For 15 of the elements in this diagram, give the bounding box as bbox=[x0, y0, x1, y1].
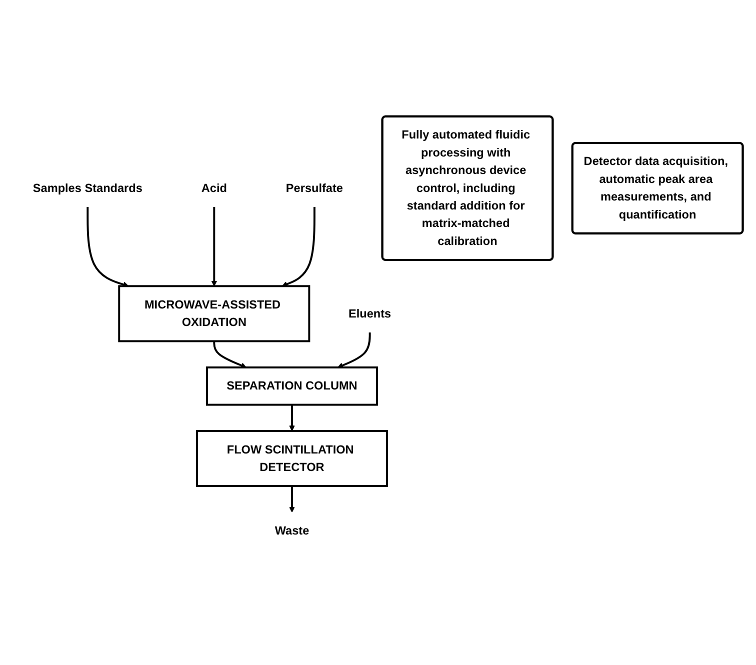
node-text: Samples Standards bbox=[32, 180, 142, 194]
arrow bbox=[86, 206, 129, 287]
node-text: Acid bbox=[201, 180, 227, 194]
node-text: Persulfate bbox=[286, 180, 343, 194]
arrow bbox=[211, 206, 218, 286]
arrow bbox=[282, 206, 316, 286]
node-box: FLOW SCINTILLATION DETECTOR bbox=[196, 430, 388, 487]
arrow bbox=[289, 404, 295, 431]
node-text: Eluents bbox=[348, 306, 392, 320]
node-box: MICROWAVE-ASSISTED OXIDATION bbox=[118, 284, 310, 342]
arrow bbox=[337, 332, 371, 368]
node-text: Waste bbox=[274, 524, 310, 537]
arrow bbox=[213, 340, 247, 368]
arrow bbox=[289, 486, 295, 512]
node-box: SEPARATION COLUMN bbox=[206, 366, 378, 406]
